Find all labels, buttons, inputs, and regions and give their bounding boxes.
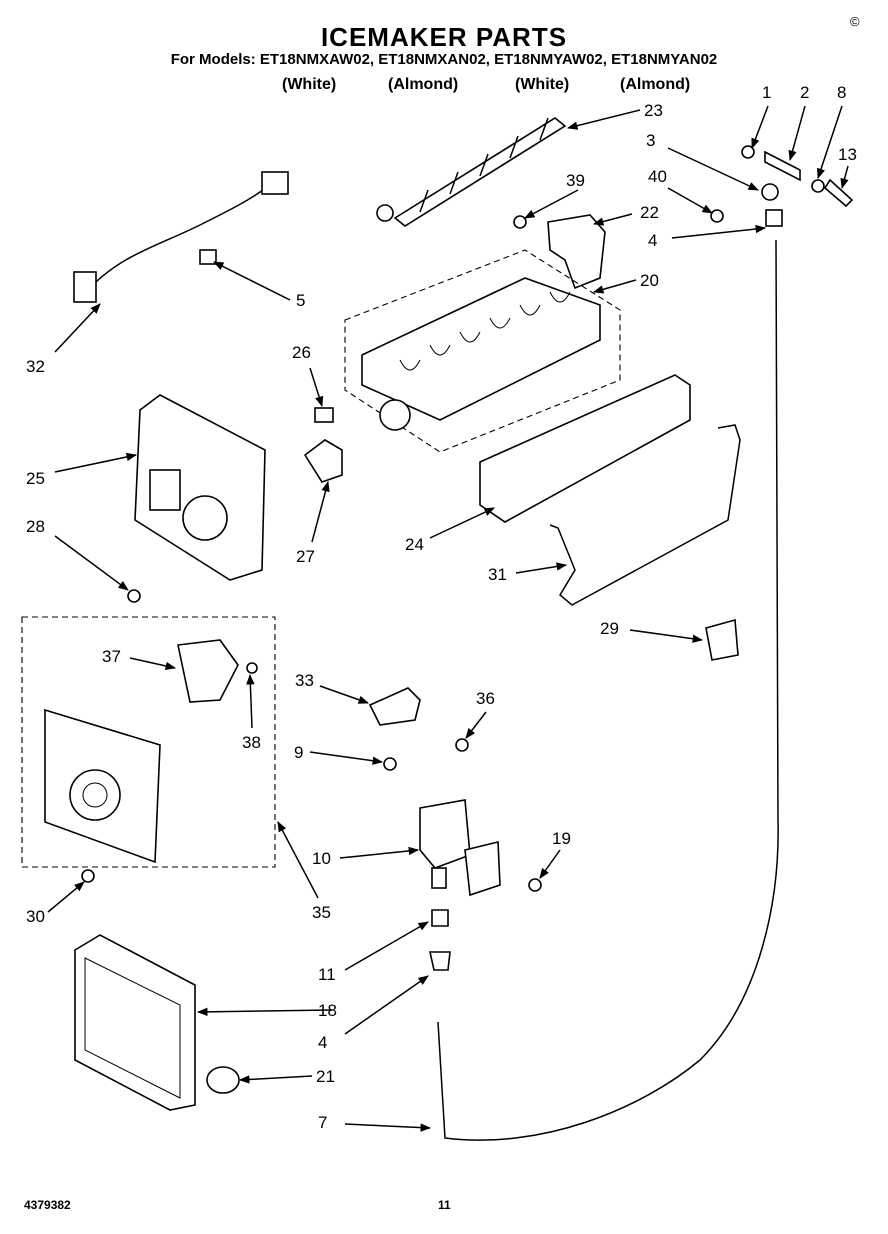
callout-26: 26 (292, 343, 311, 362)
document-number: 4379382 (24, 1198, 71, 1212)
callout-36: 36 (476, 689, 495, 708)
screw-19-part (528, 878, 542, 892)
callout-4a: 4 (648, 231, 657, 250)
callout-8: 8 (837, 83, 846, 102)
ice-mold-part (344, 249, 621, 453)
corner-mark: © (850, 14, 860, 29)
module-assembly-part (21, 616, 276, 868)
shut-off-arm-cover-part (547, 214, 606, 290)
callout-29: 29 (600, 619, 619, 638)
motor-part (303, 439, 343, 483)
fitting-4b-part (429, 951, 451, 971)
leader-lines (47, 105, 849, 1132)
water-valve-part (419, 799, 501, 897)
screw-40-part (710, 209, 724, 223)
callout-20: 20 (640, 271, 659, 290)
callout-31: 31 (488, 565, 507, 584)
callout-3: 3 (646, 131, 655, 150)
bracket-33-part (368, 687, 421, 726)
callout-22: 22 (640, 203, 659, 222)
callout-21: 21 (316, 1067, 335, 1086)
callout-37: 37 (102, 647, 121, 666)
callout-2: 2 (800, 83, 809, 102)
screw-38-part (246, 662, 258, 674)
callout-11: 11 (318, 965, 336, 984)
callout-5: 5 (296, 291, 305, 310)
screw-30-part (81, 869, 95, 883)
front-cover-part (74, 934, 196, 1111)
washer-8-part (811, 179, 825, 193)
water-tube-part (437, 239, 779, 1141)
model-color-3: (White) (515, 76, 570, 93)
screw-36-part (455, 738, 469, 752)
screw-28-part (127, 589, 141, 603)
nut-11-part (431, 909, 449, 927)
module-housing-part (134, 394, 266, 581)
page-number: 11 (438, 1198, 451, 1212)
callout-27: 27 (296, 547, 315, 566)
callout-39: 39 (566, 171, 585, 190)
diagram-title: ICEMAKER PARTS (320, 22, 568, 52)
model-color-1: (White) (282, 76, 337, 93)
model-color-4: (Almond) (620, 76, 691, 93)
ejector-part (376, 117, 567, 227)
tube-2-part (764, 150, 801, 182)
callout-19: 19 (552, 829, 571, 848)
callout-13: 13 (838, 145, 857, 164)
clip-part (705, 618, 739, 661)
callout-28: 28 (26, 517, 45, 536)
fitting-4a-part (765, 209, 783, 227)
callout-1: 1 (762, 83, 771, 102)
callout-18: 18 (318, 1001, 337, 1020)
callout-23: 23 (644, 101, 663, 120)
knob-21-part (206, 1066, 240, 1094)
model-color-2: (Almond) (388, 76, 459, 93)
callout-9: 9 (294, 743, 303, 762)
callout-38: 38 (242, 733, 261, 752)
model-list: For Models: ET18NMXAW02, ET18NMXAN02, ET… (170, 51, 718, 68)
callout-25: 25 (26, 469, 45, 488)
fitting-13-part (823, 178, 854, 208)
screw-9-part (383, 757, 397, 771)
callout-40: 40 (648, 167, 667, 186)
stripper-part (479, 374, 691, 523)
callout-32: 32 (26, 357, 45, 376)
thermostat-part (314, 407, 334, 423)
clamp-3-part (761, 183, 779, 201)
callout-24: 24 (405, 535, 424, 554)
screw-1-part (741, 145, 755, 159)
callout-7: 7 (318, 1113, 327, 1132)
screw-39-part (513, 215, 527, 229)
callout-10: 10 (312, 849, 331, 868)
wire-harness-part (73, 171, 289, 303)
callout-4b: 4 (318, 1033, 327, 1052)
shutoff-arm-part (549, 424, 741, 606)
callout-30: 30 (26, 907, 45, 926)
callout-33: 33 (295, 671, 314, 690)
callout-35: 35 (312, 903, 331, 922)
